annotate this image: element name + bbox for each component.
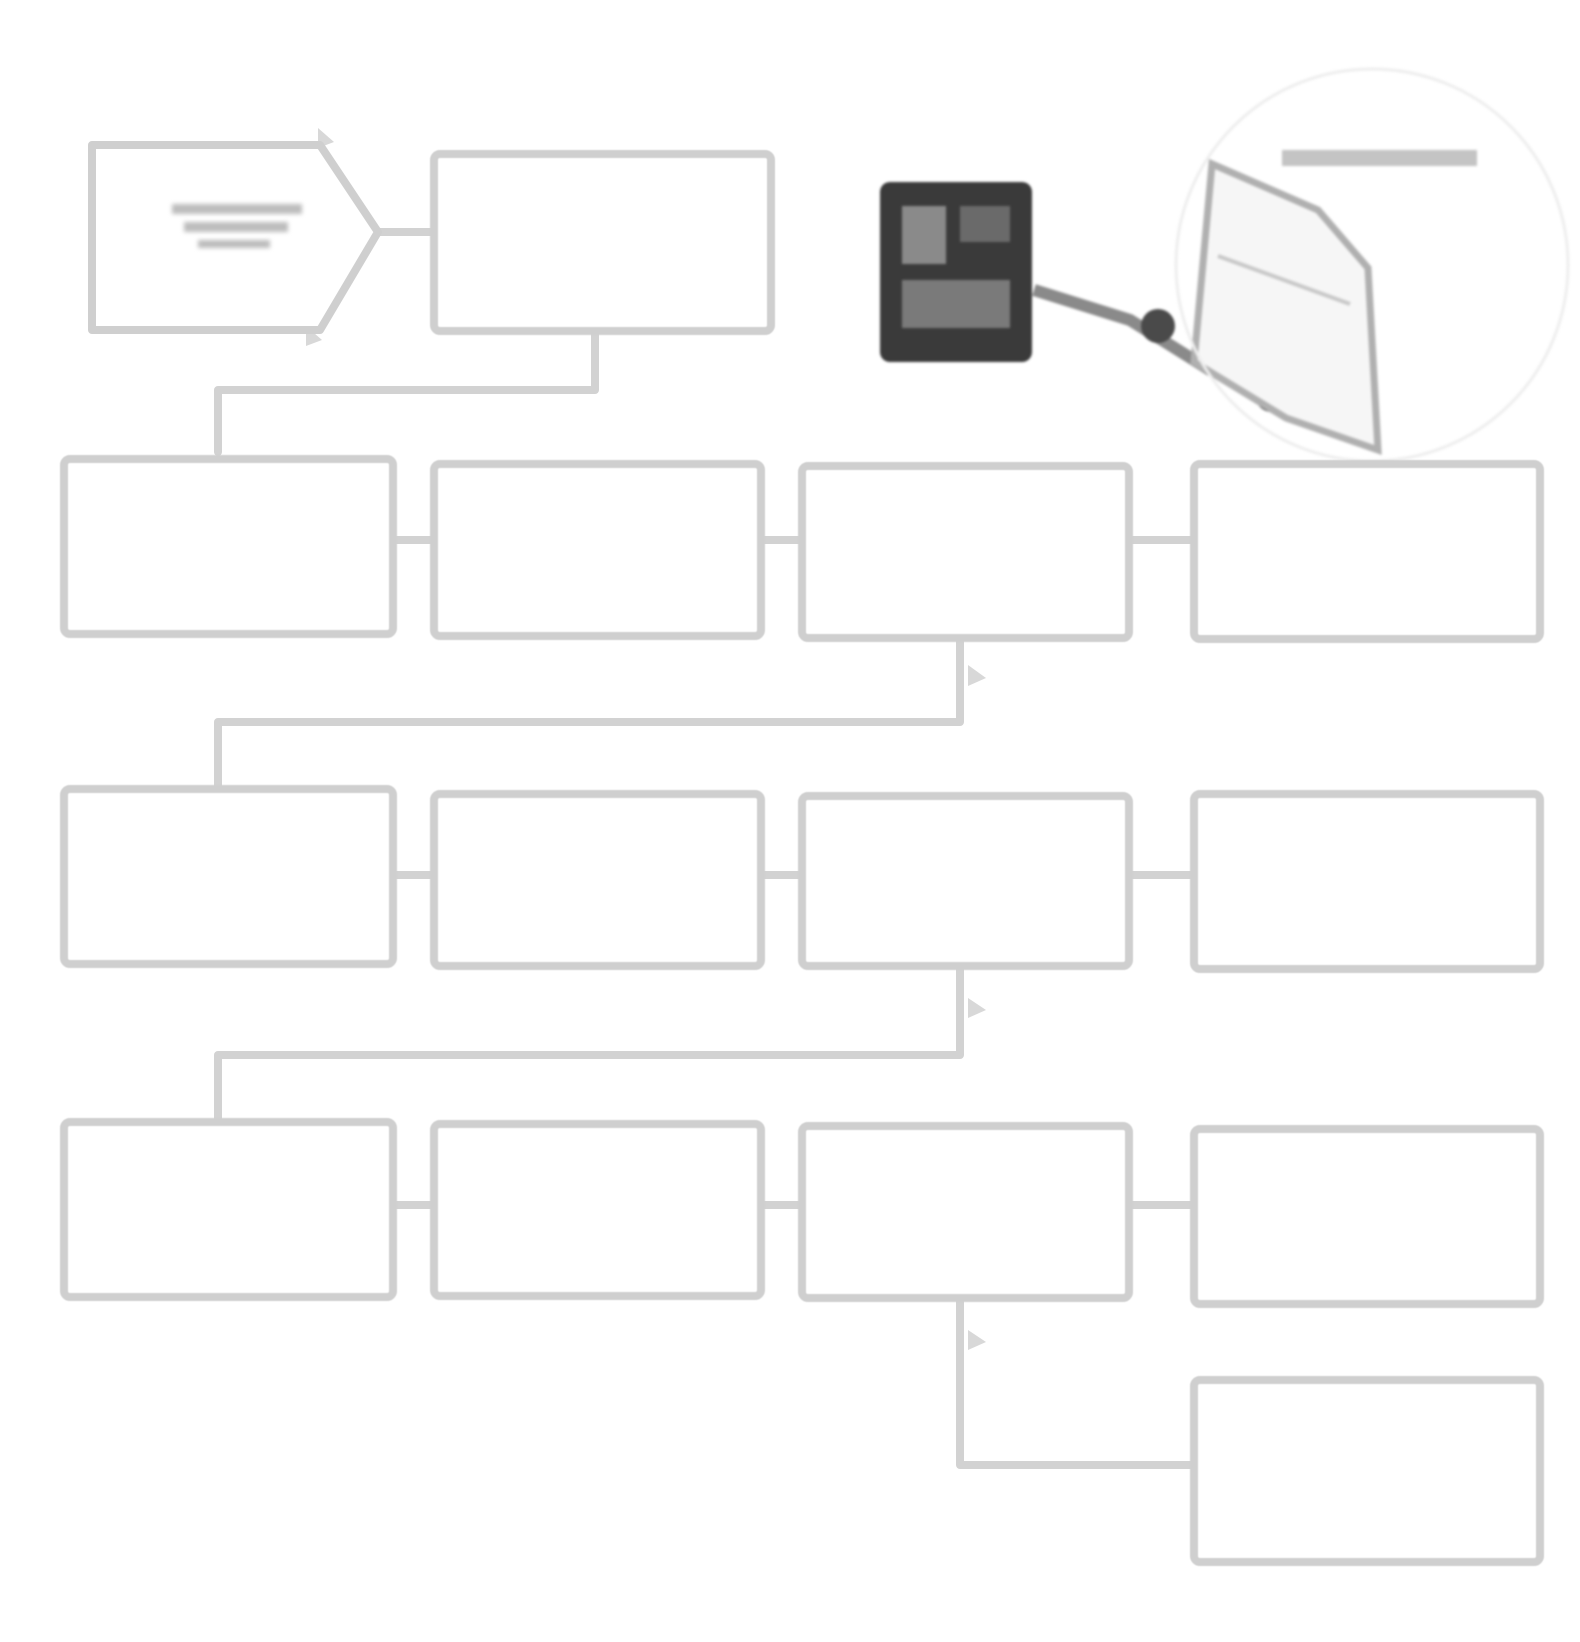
flow-step-box <box>798 1122 1133 1302</box>
control-module-detail <box>960 206 1010 242</box>
connector-line <box>956 1296 1196 1469</box>
arrowhead-icon <box>968 665 986 686</box>
start-node-text-mark <box>184 222 288 232</box>
arrowhead-icon <box>968 998 986 1018</box>
flow-step-box <box>430 460 765 640</box>
connector-line <box>214 628 964 790</box>
flow-step-box <box>430 1120 765 1300</box>
flow-step-box <box>1190 460 1544 643</box>
arrowhead-icon <box>968 1330 986 1350</box>
connector-housing-icon <box>1190 158 1382 456</box>
connector-pin-icon <box>1141 309 1175 343</box>
flow-step-box <box>798 462 1133 642</box>
start-node-shape <box>88 141 382 334</box>
illustration-callout-text-mark <box>1282 150 1477 166</box>
flow-step-box <box>60 1118 397 1301</box>
connector-line <box>214 328 599 456</box>
flow-step-box <box>430 150 775 335</box>
flow-end-box <box>1190 1376 1544 1566</box>
start-node-text-mark <box>198 240 270 248</box>
flow-step-box <box>798 792 1133 970</box>
start-node-text-mark <box>172 204 302 214</box>
flow-step-box <box>430 790 765 970</box>
housing-detail <box>1217 254 1351 306</box>
figure-caption <box>58 1362 638 1392</box>
control-module-detail <box>902 280 1010 328</box>
component-illustration <box>880 67 1570 463</box>
connector-line <box>214 958 964 1124</box>
control-module-detail <box>902 206 946 264</box>
flow-step-box <box>60 785 397 968</box>
flow-step-box <box>60 455 397 638</box>
flow-step-box <box>1190 1125 1544 1308</box>
flow-step-box <box>1190 790 1544 973</box>
